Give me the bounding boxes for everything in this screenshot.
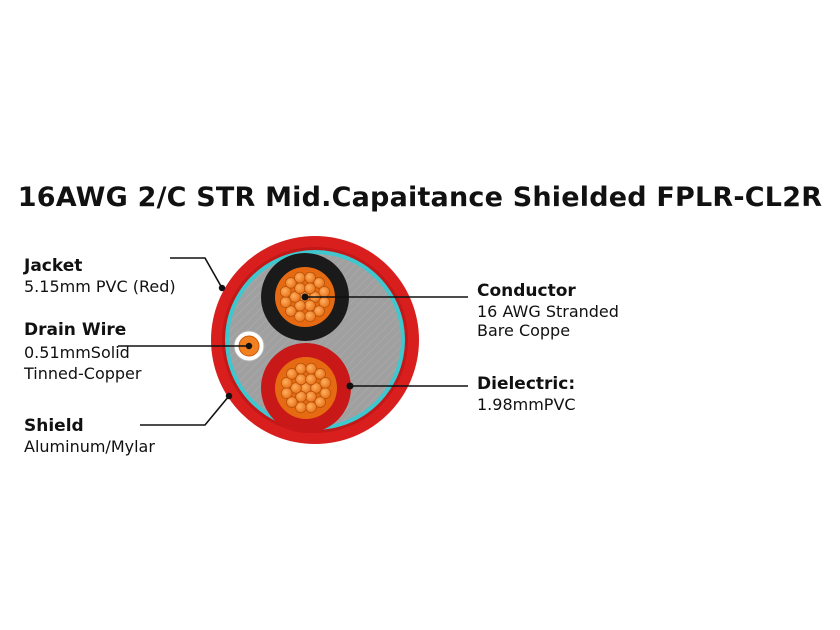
conductor-red — [261, 343, 351, 433]
drain-wire-spec-2: Tinned-Copper — [24, 364, 142, 384]
drain-wire-label: Drain Wire 0.51mmSolid Tinned-Copper — [24, 320, 141, 384]
copper-strand — [295, 362, 307, 375]
copper-strand — [314, 368, 326, 380]
dielectric-leader-dot — [346, 382, 354, 390]
shield-label: Shield Aluminum/Mylar — [24, 416, 155, 456]
copper-strand — [285, 305, 297, 317]
copper-strand — [304, 271, 316, 284]
copper-strand — [295, 401, 307, 414]
dielectric-name: Dielectric: — [477, 374, 576, 394]
copper-strand — [286, 396, 298, 408]
dielectric-label: Dielectric: 1.98mmPVC — [477, 374, 576, 414]
copper-strand — [279, 286, 292, 298]
shield-spec: Aluminum/Mylar — [24, 436, 155, 456]
copper-strand — [286, 368, 298, 380]
jacket-leader-dot — [218, 284, 226, 292]
drain-leader-dot — [245, 342, 253, 350]
dielectric-spec: 1.98mmPVC — [477, 394, 576, 414]
copper-strand — [279, 296, 292, 308]
drain-wire-name: Drain Wire — [24, 320, 127, 340]
copper-strand — [319, 377, 332, 389]
copper-strand — [305, 401, 317, 414]
conductor-label: Conductor 16 AWG Stranded Bare Coppe — [477, 281, 619, 341]
shield-leader-dot — [225, 392, 233, 400]
shield-leader — [140, 395, 230, 426]
copper-strand — [294, 310, 306, 323]
conductor-leader-dot — [301, 293, 309, 301]
copper-strand — [289, 291, 301, 303]
jacket-leader — [170, 257, 223, 289]
copper-strand — [280, 377, 293, 389]
copper-strand — [290, 382, 302, 394]
conductor-spec-1: 16 AWG Stranded — [477, 301, 619, 321]
copper-strand — [304, 310, 316, 323]
conductor-spec-2: Bare Coppe — [477, 321, 571, 341]
copper-strand — [305, 362, 317, 375]
copper-strand — [310, 382, 322, 394]
copper-strand — [314, 396, 326, 408]
copper-strand — [313, 305, 325, 317]
copper-strand — [318, 286, 331, 298]
shield-name: Shield — [24, 416, 84, 436]
copper-strand — [294, 271, 306, 284]
copper-strand — [313, 277, 325, 289]
copper-strand — [285, 277, 297, 289]
drain-wire-spec-1: 0.51mmSolid — [24, 342, 130, 362]
diagram-title: 16AWG 2/C STR Mid.Capaitance Shielded FP… — [17, 182, 823, 213]
copper-strand — [280, 387, 293, 399]
jacket-spec: 5.15mm PVC (Red) — [24, 276, 176, 296]
jacket-name: Jacket — [24, 256, 83, 276]
conductor-name: Conductor — [477, 281, 576, 301]
jacket-label: Jacket 5.15mm PVC (Red) — [24, 256, 176, 296]
